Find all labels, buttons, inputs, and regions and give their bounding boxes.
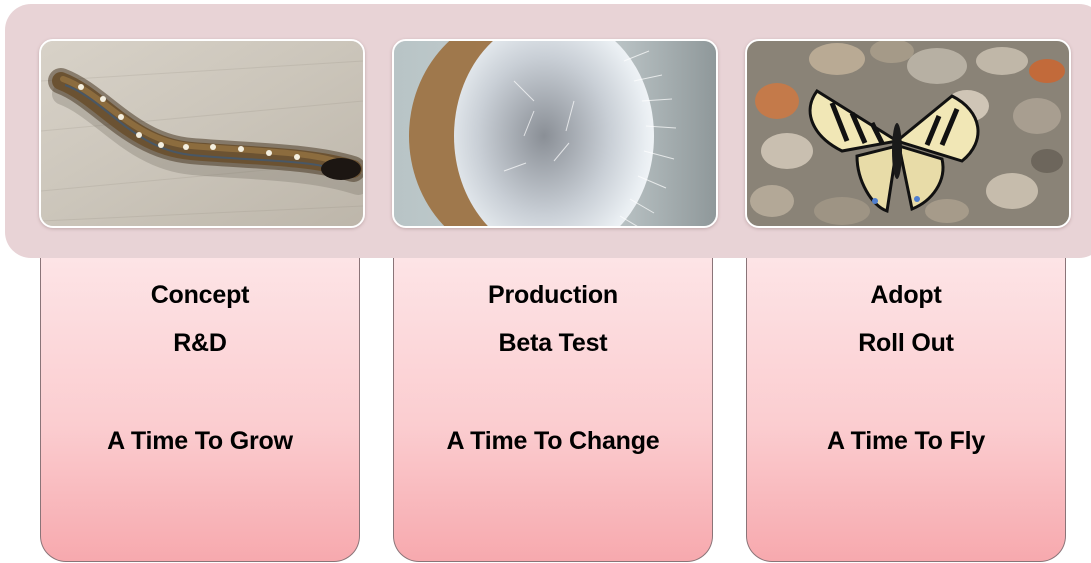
stage-title: Adopt: [747, 280, 1065, 310]
caterpillar-photo: [39, 39, 365, 228]
cocoon-photo: [392, 39, 718, 228]
stage-card-concept: Concept R&D A Time To Grow: [40, 258, 360, 562]
stage-subtitle: Roll Out: [747, 328, 1065, 358]
butterfly-photo: [745, 39, 1071, 228]
stage-tagline: A Time To Change: [394, 426, 712, 456]
stage-tagline: A Time To Fly: [747, 426, 1065, 456]
stage-tagline: A Time To Grow: [41, 426, 359, 456]
stage-subtitle: R&D: [41, 328, 359, 358]
stage-title: Concept: [41, 280, 359, 310]
stage-card-adopt: Adopt Roll Out A Time To Fly: [746, 258, 1066, 562]
stage-subtitle: Beta Test: [394, 328, 712, 358]
stage-title: Production: [394, 280, 712, 310]
stage-card-production: Production Beta Test A Time To Change: [393, 258, 713, 562]
